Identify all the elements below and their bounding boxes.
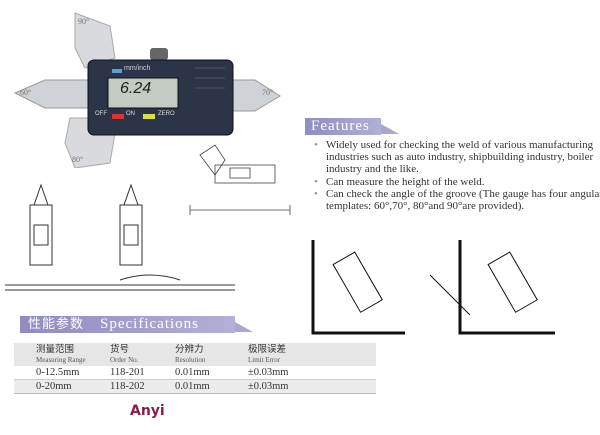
angle-80: 80° <box>72 155 84 164</box>
cell: ±0.03mm <box>248 367 289 378</box>
cell: 118-201 <box>110 367 145 378</box>
cell: 118-202 <box>110 381 145 392</box>
off-label: OFF <box>95 111 107 117</box>
feature-item: Can check the angle of the groove (The g… <box>314 188 600 212</box>
cell: 0-12.5mm <box>36 367 80 378</box>
zero-label: ZERO <box>158 111 175 117</box>
feature-item: Widely used for checking the weld of var… <box>314 139 600 176</box>
features-list: Widely used for checking the weld of var… <box>314 139 600 212</box>
spec-title-en: Specifications <box>100 316 199 332</box>
table-row: 0-20mm 118-202 0.01mm ±0.03mm <box>14 379 376 394</box>
spec-title-cn: 性能参数 <box>28 317 85 332</box>
brand-logo: Anyi <box>130 403 165 419</box>
features-heading: Features <box>305 118 399 135</box>
specifications-heading: 性能参数 Specifications <box>20 316 253 333</box>
angle-90: 90° <box>78 17 90 26</box>
unit-label: mm/inch <box>124 65 151 72</box>
cell: 0-20mm <box>36 381 72 392</box>
cell: 0.01mm <box>175 381 210 392</box>
cell: 0.01mm <box>175 367 210 378</box>
dimension-drawing <box>189 144 291 215</box>
usage-diagrams-right <box>311 240 555 335</box>
weld-gauge-photo <box>13 12 281 168</box>
table-row: 0-12.5mm 118-201 0.01mm ±0.03mm <box>14 366 376 380</box>
angle-70: 70° <box>262 88 274 97</box>
feature-item: Can measure the height of the weld. <box>314 176 600 188</box>
angle-60: 60° <box>20 88 32 97</box>
on-label: ON <box>126 111 135 117</box>
lcd-display: 6.24 <box>120 80 152 97</box>
usage-diagrams-left <box>5 183 235 291</box>
cell: ±0.03mm <box>248 381 289 392</box>
